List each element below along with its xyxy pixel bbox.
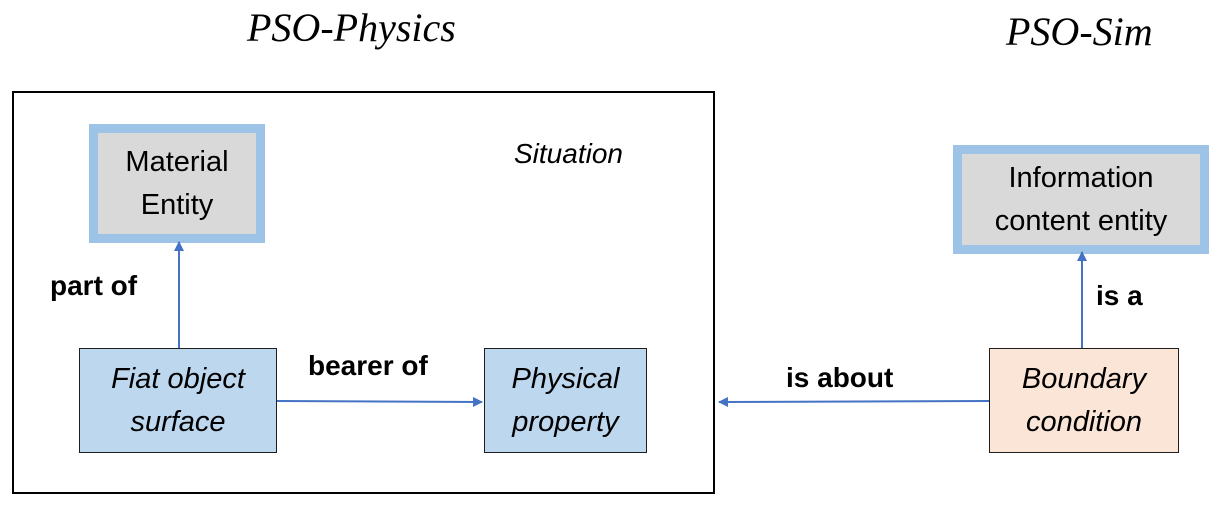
material-entity-node: Material Entity [89, 124, 265, 243]
fiat-object-surface-line1: Fiat object [111, 363, 245, 396]
material-entity-line2: Entity [140, 188, 214, 221]
information-content-entity-line1: Information [1008, 162, 1154, 195]
is-about-arrow [718, 396, 990, 407]
is-about-label: is about [786, 362, 894, 393]
pso-physics-title: PSO-Physics [247, 5, 456, 50]
situation-box [12, 91, 715, 494]
information-content-entity-node: Information content entity [953, 145, 1209, 254]
boundary-condition-line2: condition [1025, 405, 1143, 438]
physical-property-line1: Physical [511, 363, 620, 396]
physical-property-line2: property [512, 405, 619, 438]
pso-sim-title: PSO-Sim [1006, 9, 1153, 54]
fiat-object-surface-line2: surface [130, 405, 226, 438]
boundary-condition-line1: Boundary [1021, 363, 1147, 396]
is-a-label: is a [1096, 280, 1143, 311]
material-entity-line1: Material [125, 146, 229, 179]
fiat-object-surface-node: Fiat object surface [79, 348, 277, 453]
part-of-label: part of [50, 270, 138, 301]
information-content-entity-line2: content entity [994, 204, 1168, 237]
situation-label: Situation [514, 138, 623, 169]
bearer-of-label: bearer of [308, 350, 428, 381]
bearer-of-arrow [276, 396, 483, 407]
physical-property-node: Physical property [484, 348, 647, 453]
boundary-condition-node: Boundary condition [989, 348, 1179, 453]
